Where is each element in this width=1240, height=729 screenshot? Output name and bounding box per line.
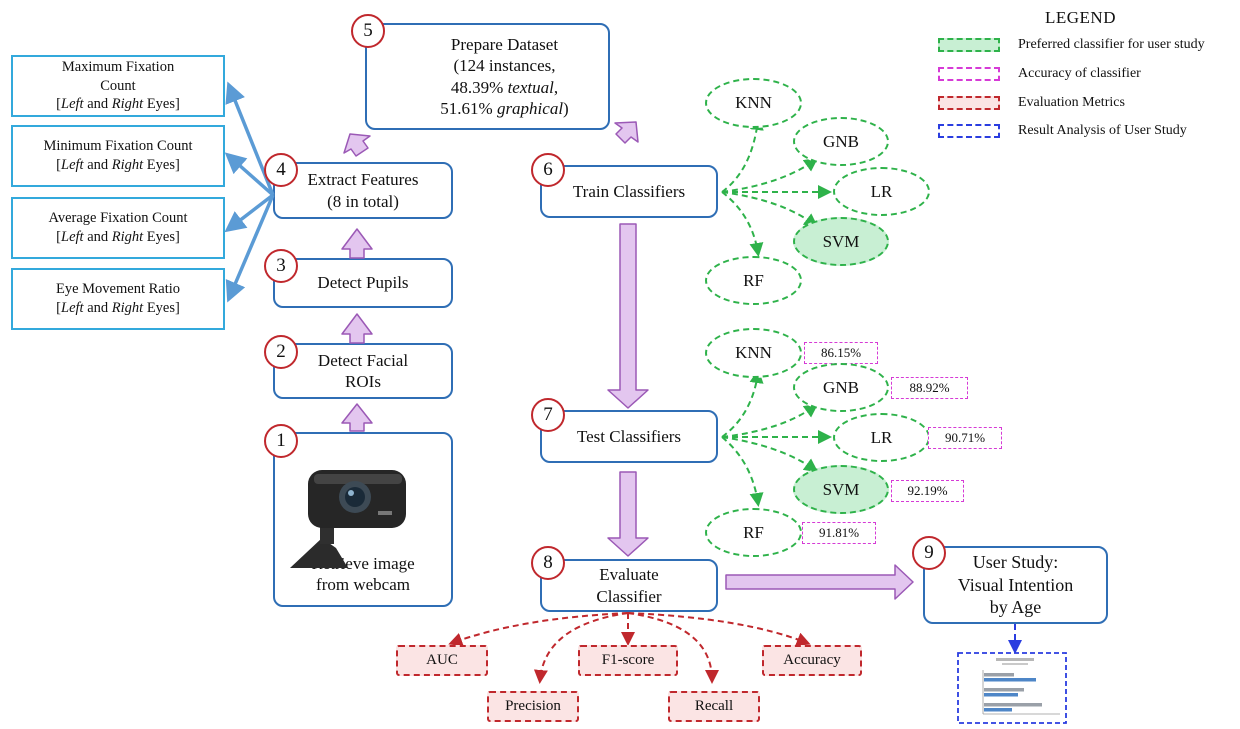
legend-item-result: Result Analysis of User Study [938,123,1187,139]
legend-swatch [938,38,1000,52]
step-number: 7 [531,398,565,432]
legend-swatch [938,96,1000,110]
step-number: 5 [351,14,385,48]
step-number: 3 [264,249,298,283]
feature-eye-movement-ratio: Eye Movement Ratio [Left and Right Eyes] [11,268,225,330]
metric-recall: Recall [668,691,760,722]
test-classifier-rf: RF [705,508,802,557]
step-number: 6 [531,153,565,187]
metric-arrows [448,612,811,684]
accuracy-knn: 86.15% [804,342,878,364]
legend-label: Preferred classifier for user study [1018,37,1205,52]
step-prepare-dataset: Prepare Dataset(124 instances, 48.39% te… [365,23,610,130]
feature-avg-fixation: Average Fixation Count [Left and Right E… [11,197,225,259]
step-detect-pupils: Detect Pupils [273,258,453,308]
webcam-icon [290,470,406,568]
accuracy-gnb: 88.92% [891,377,968,399]
step-number: 1 [264,424,298,458]
legend-item-preferred: Preferred classifier for user study [938,37,1205,53]
accuracy-lr: 90.71% [928,427,1002,449]
train-classifier-lr: LR [833,167,930,216]
legend-label: Evaluation Metrics [1018,95,1125,110]
step-number: 9 [912,536,946,570]
test-classifier-arrows [721,369,832,507]
step-number: 2 [264,335,298,369]
legend-title: LEGEND [1045,8,1116,27]
test-classifier-gnb: GNB [793,363,889,412]
legend-label: Result Analysis of User Study [1018,123,1187,138]
train-classifier-rf: RF [705,256,802,305]
step-number: 4 [264,153,298,187]
flow-arrows [341,121,914,600]
test-classifier-svm: SVM [793,465,889,514]
step-train-classifiers: Train Classifiers [540,165,718,218]
step-extract-features: Extract Features(8 in total) [273,162,453,219]
metric-f1-score: F1-score [578,645,678,676]
legend-item-accuracy: Accuracy of classifier [938,66,1141,82]
feature-min-fixation: Minimum Fixation Count [Left and Right E… [11,125,225,187]
metric-auc: AUC [396,645,488,676]
test-classifier-knn: KNN [705,328,802,378]
train-classifier-svm: SVM [793,217,889,266]
accuracy-svm: 92.19% [891,480,964,502]
result-chart-thumbnail [957,652,1067,724]
train-classifier-knn: KNN [705,78,802,128]
accuracy-rf: 91.81% [802,522,876,544]
step-number: 8 [531,546,565,580]
train-classifier-arrows [721,116,832,257]
legend-item-metrics: Evaluation Metrics [938,95,1125,111]
step-test-classifiers: Test Classifiers [540,410,718,463]
metric-accuracy: Accuracy [762,645,862,676]
train-classifier-gnb: GNB [793,117,889,166]
legend-swatch [938,124,1000,138]
test-classifier-lr: LR [833,413,930,462]
legend-swatch [938,67,1000,81]
metric-precision: Precision [487,691,579,722]
legend-label: Accuracy of classifier [1018,66,1141,81]
